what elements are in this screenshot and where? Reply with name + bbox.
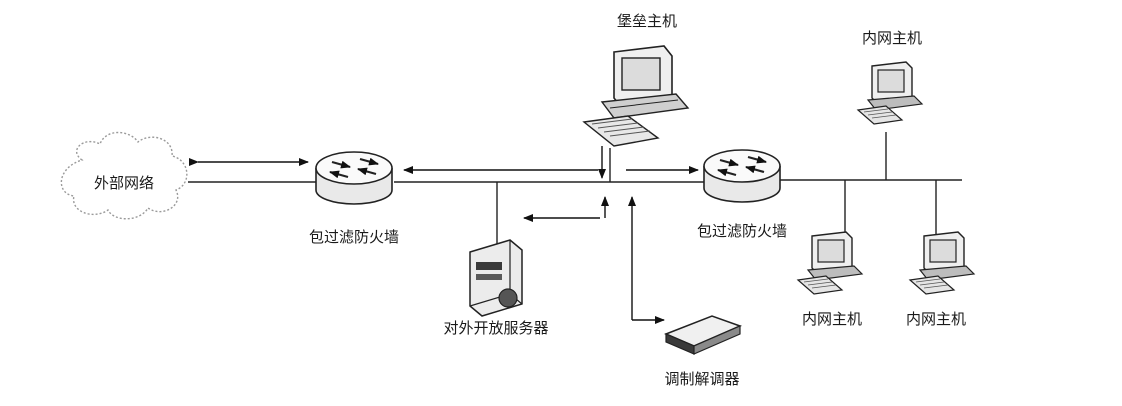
modem-device [664,315,743,355]
packet-filter-firewall-right [704,150,780,202]
traffic-arrows [189,146,699,324]
internal-host-2-computer [909,231,975,295]
workstation-icon [797,231,863,295]
internal-host-1-computer [797,231,863,295]
modem-label: 调制解调器 [664,370,739,388]
packet-filter-left-label: 包过滤防火墙 [309,228,399,246]
bastion-host-label: 堡垒主机 [617,12,677,30]
workstation-icon [909,231,975,295]
public-server-label: 对外开放服务器 [443,319,548,337]
bastion-host-computer [583,45,689,147]
external-network-cloud: 外部网络 [60,131,188,220]
packet-filter-right-label: 包过滤防火墙 [697,222,787,240]
internal-host-2-label: 内网主机 [906,310,966,328]
internal-host-top-label: 内网主机 [862,29,922,47]
external-network-label: 外部网络 [94,174,154,192]
workstation-icon [857,61,923,125]
internal-host-top-computer [857,61,923,125]
server-disc-icon [498,288,518,308]
router-icon [316,152,392,204]
workstation-icon [583,45,689,147]
drive-bay-icon [476,262,502,270]
router-icon [704,150,780,202]
packet-filter-firewall-left [316,152,392,204]
internal-host-1-label: 内网主机 [802,310,862,328]
public-server [469,239,523,317]
